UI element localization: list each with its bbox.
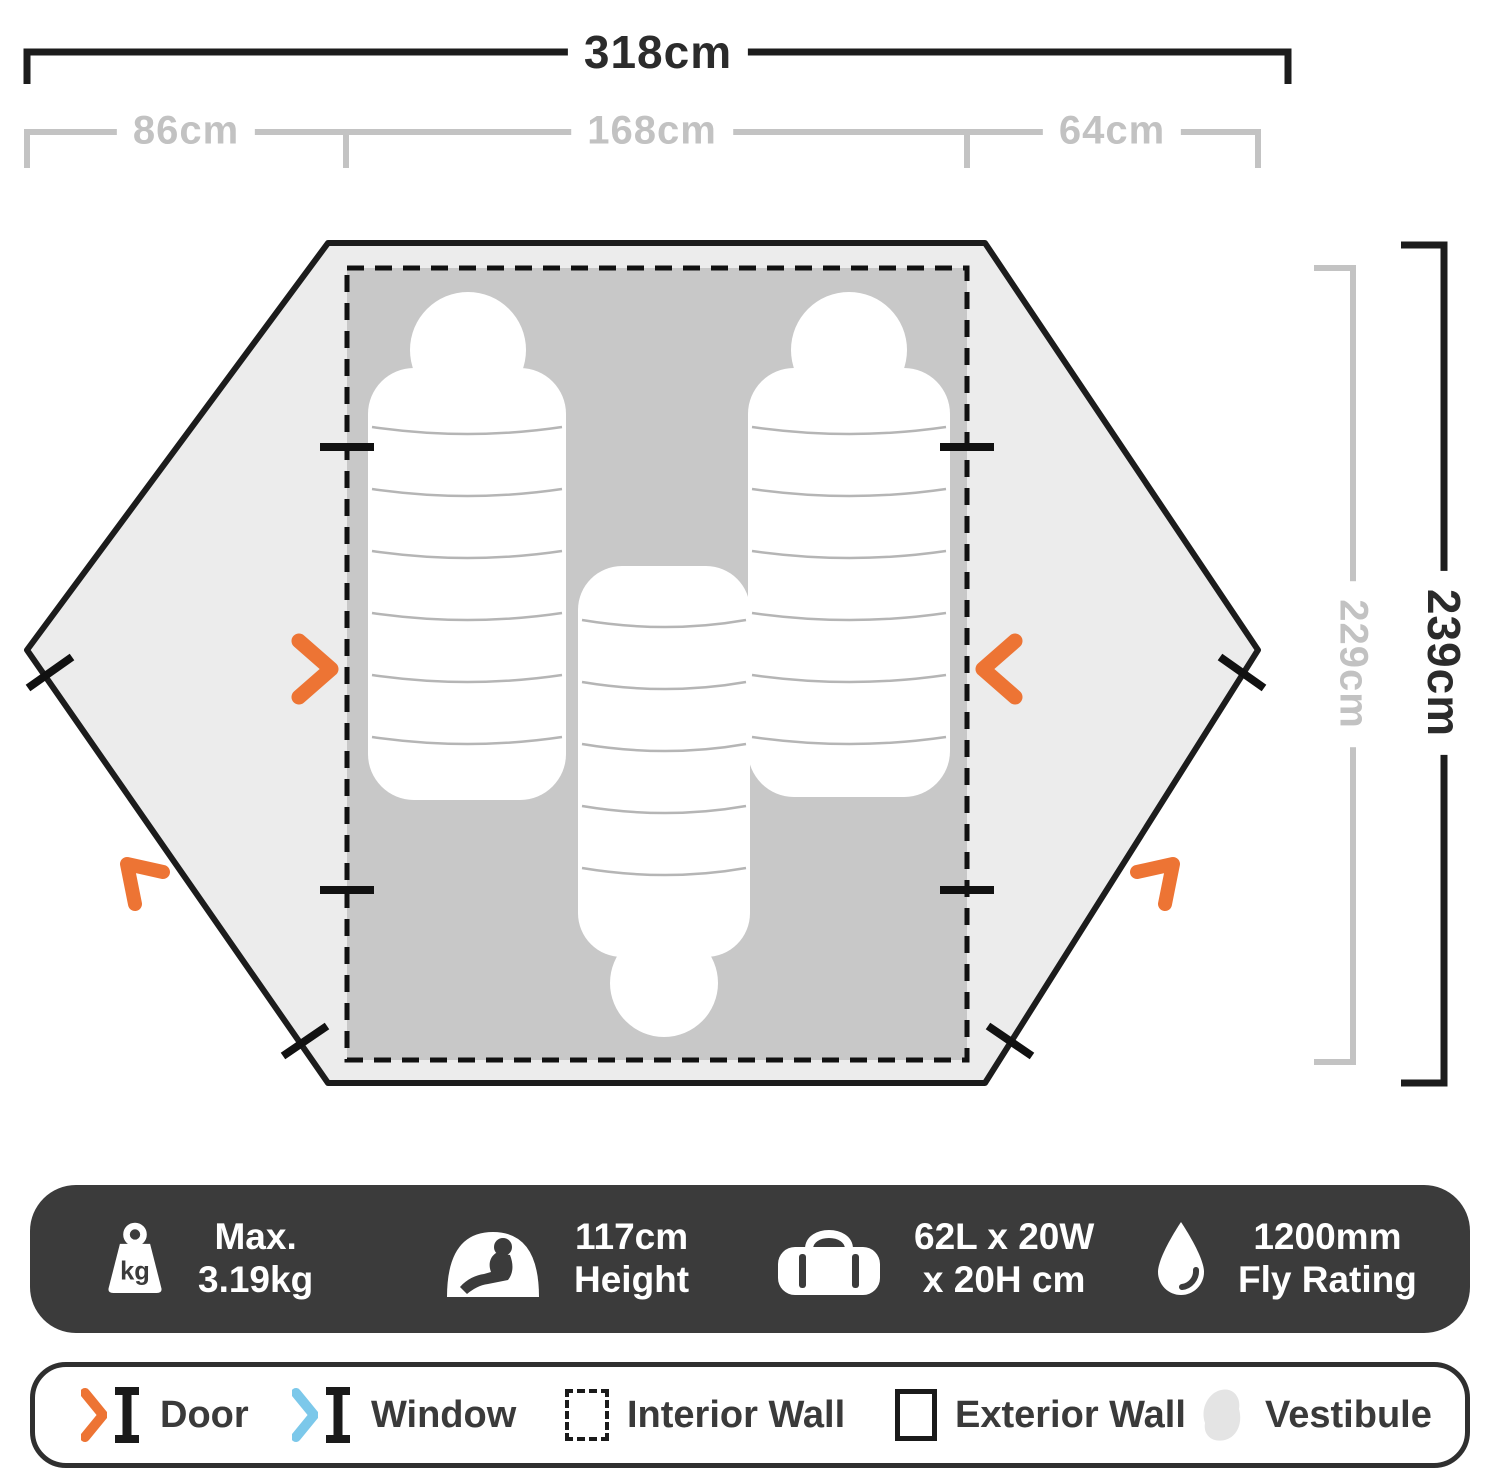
spec-height-line2: Height (574, 1259, 690, 1300)
spec-weight-text: Max. 3.19kg (198, 1216, 313, 1302)
legend-exterior-wall: Exterior Wall (895, 1367, 1186, 1463)
spec-packed-size-line1: 62L x 20W (914, 1216, 1095, 1258)
legend-vestibule-label: Vestibule (1265, 1393, 1432, 1436)
legend-vestibule: Vestibule (1195, 1367, 1432, 1463)
window-chevron-icon (292, 1388, 318, 1442)
vestibule-door-marker-right (1130, 857, 1180, 911)
exterior-wall-icon (895, 1389, 937, 1441)
door-marker-left (291, 633, 339, 705)
legend-interior-wall-label: Interior Wall (627, 1393, 846, 1436)
legend-exterior-wall-label: Exterior Wall (955, 1393, 1186, 1436)
right-vestibule-width-label: 64cm (1042, 106, 1182, 156)
total-width-label: 318cm (567, 23, 749, 81)
legend-interior-wall: Interior Wall (565, 1367, 845, 1463)
vestibule-icon (1203, 1389, 1241, 1441)
legend-bar: Door Window Interior Wall Exterior Wall (30, 1362, 1470, 1468)
inner-width-label: 168cm (571, 106, 733, 156)
sleeping-bag-right (748, 292, 950, 797)
spec-fly-rating-text: 1200mm Fly Rating (1238, 1216, 1417, 1302)
left-vestibule-width-label: 86cm (116, 106, 256, 156)
spec-height: 117cm Height (442, 1185, 689, 1333)
weight-icon-kg-label: kg (120, 1258, 150, 1286)
legend-window: Window (292, 1367, 516, 1463)
vestibule-door-marker-left (120, 857, 170, 911)
sleeping-bag-left (368, 292, 566, 800)
inner-depth-label: 229cm (1326, 581, 1380, 747)
legend-window-label: Window (371, 1393, 517, 1436)
spec-weight-line1: Max. (214, 1216, 297, 1258)
spec-bar: kg Max. 3.19kg 117cm Height (30, 1185, 1470, 1333)
spec-fly-rating-line1: 1200mm (1253, 1216, 1402, 1258)
spec-fly-rating: 1200mm Fly Rating (1154, 1185, 1417, 1333)
door-frame-icon (115, 1387, 139, 1443)
height-icon (447, 1232, 539, 1297)
spec-fly-rating-line2: Fly Rating (1238, 1259, 1417, 1300)
weight-icon: kg (108, 1222, 162, 1293)
door-icon (81, 1384, 142, 1446)
spec-height-line1: 117cm (574, 1216, 689, 1258)
interior-wall-icon (565, 1389, 609, 1441)
spec-weight: kg Max. 3.19kg (102, 1185, 313, 1333)
stake-ticks (25, 443, 1267, 1060)
sleeping-bag-middle (578, 566, 750, 1037)
spec-height-text: 117cm Height (574, 1216, 689, 1302)
spec-packed-size-text: 62L x 20W x 20H cm (914, 1216, 1094, 1302)
spec-packed-size-line2: x 20H cm (922, 1259, 1086, 1300)
spec-weight-line2: 3.19kg (198, 1259, 314, 1300)
window-icon (292, 1384, 353, 1446)
legend-door-label: Door (160, 1393, 249, 1436)
door-marker-right (975, 633, 1023, 705)
spec-packed-size: 62L x 20W x 20H cm (774, 1185, 1094, 1333)
water-drop-icon (1158, 1222, 1204, 1295)
door-chevron-icon (81, 1388, 107, 1442)
packed-size-icon (778, 1230, 880, 1295)
legend-door: Door (81, 1367, 249, 1463)
total-depth-label: 239cm (1413, 570, 1475, 756)
window-frame-icon (326, 1387, 350, 1443)
